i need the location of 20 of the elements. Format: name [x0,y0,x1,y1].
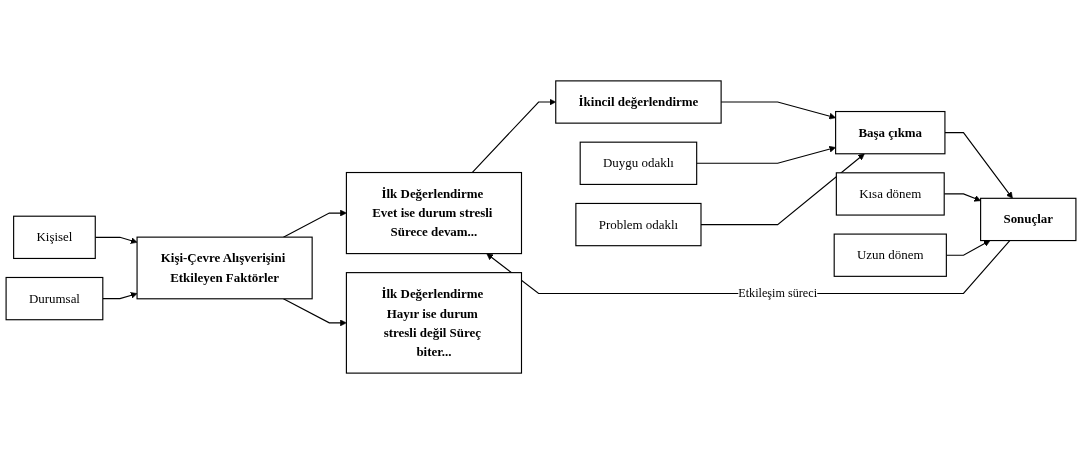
node-box: Kişi-Çevre Alışverişini Etkileyen Faktörler [136,236,313,300]
node-box: Kısa dönem [835,172,945,216]
arrow [696,145,836,164]
node-box: Durumsal [5,276,104,321]
arrow [282,209,347,238]
arrow [486,240,1011,295]
node-box: Problem odaklı [575,202,702,247]
node-box: İlk Değerlendirme Hayır ise durum stresli değil Süreç biter... [345,272,523,374]
edge-label: Etkileşim süreci [738,286,818,300]
node-box: Sonuçlar [980,197,1077,242]
node-box: Kişisel [13,215,96,259]
node-box: Duygu odaklı [579,141,698,185]
node-box: İlk Değerlendirme Evet ise durum stresli Sürece devam... [345,171,523,255]
arrow [944,132,1013,199]
arrow [102,292,138,300]
node-box: Başa çıkma [835,110,946,155]
node-box: İkincil değerlendirme [555,80,722,124]
arrow [700,153,865,226]
node-box: Uzun dönem [833,233,947,277]
arrow [282,298,347,327]
